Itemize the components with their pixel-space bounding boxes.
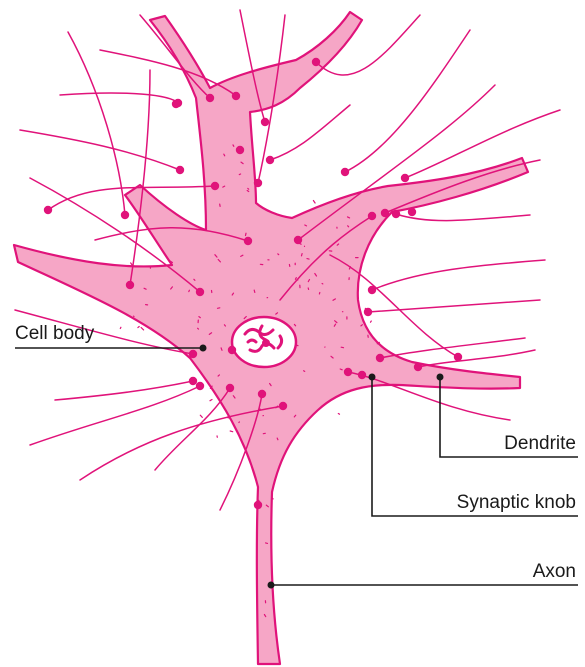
label-synaptic-knob: Synaptic knob bbox=[457, 492, 576, 513]
presynaptic-fiber bbox=[20, 130, 180, 170]
speckle bbox=[198, 328, 199, 329]
speckle bbox=[131, 263, 132, 265]
speckle bbox=[254, 290, 255, 292]
speckle bbox=[210, 400, 212, 401]
synaptic-knob bbox=[196, 382, 204, 390]
presynaptic-fiber bbox=[418, 350, 535, 367]
synaptic-knob bbox=[344, 368, 352, 376]
speckle bbox=[248, 188, 249, 189]
presynaptic-fiber bbox=[405, 110, 560, 178]
speckle bbox=[144, 288, 146, 289]
speckle bbox=[246, 233, 247, 235]
synaptic-knob bbox=[368, 286, 376, 294]
synaptic-knob bbox=[358, 371, 366, 379]
presynaptic-fiber bbox=[270, 105, 350, 160]
synaptic-knob bbox=[381, 209, 389, 217]
speckle bbox=[239, 422, 240, 423]
synaptic-knob bbox=[189, 350, 197, 358]
speckle bbox=[313, 201, 315, 204]
presynaptic-fiber bbox=[68, 32, 125, 215]
synaptic-knob bbox=[44, 206, 52, 214]
speckle bbox=[302, 254, 303, 256]
speckle bbox=[224, 325, 225, 326]
leader-dot-synaptic-knob bbox=[369, 374, 376, 381]
synaptic-knob bbox=[414, 363, 422, 371]
synaptic-knob bbox=[279, 402, 287, 410]
nucleus bbox=[232, 317, 296, 367]
synaptic-knob bbox=[121, 211, 129, 219]
speckle bbox=[230, 431, 233, 432]
presynaptic-fiber bbox=[60, 93, 178, 103]
speckle bbox=[247, 191, 249, 192]
speckle bbox=[340, 369, 342, 370]
speckle bbox=[348, 226, 349, 227]
synaptic-knob bbox=[376, 354, 384, 362]
label-cell-body: Cell body bbox=[15, 323, 95, 344]
leader-dot-axon bbox=[268, 582, 275, 589]
synaptic-knob bbox=[266, 156, 274, 164]
synaptic-knob bbox=[236, 146, 244, 154]
synaptic-knob bbox=[232, 92, 240, 100]
speckle bbox=[305, 225, 307, 226]
synaptic-knob bbox=[196, 288, 204, 296]
synaptic-knob bbox=[189, 377, 197, 385]
synaptic-knob bbox=[312, 58, 320, 66]
speckle bbox=[277, 438, 278, 440]
speckle bbox=[200, 415, 202, 417]
presynaptic-fiber bbox=[55, 381, 193, 400]
synaptic-knob bbox=[228, 346, 236, 354]
speckle bbox=[295, 278, 296, 280]
synaptic-knob bbox=[454, 353, 462, 361]
speckle bbox=[338, 414, 339, 415]
synaptic-knob bbox=[126, 281, 134, 289]
synaptic-knob bbox=[364, 308, 372, 316]
speckle bbox=[194, 279, 195, 280]
leader-dot-cell-body bbox=[200, 345, 207, 352]
presynaptic-fiber bbox=[30, 386, 200, 445]
synaptic-knob bbox=[172, 100, 180, 108]
synaptic-knob bbox=[392, 210, 400, 218]
speckle bbox=[218, 308, 220, 309]
speckle bbox=[341, 347, 343, 348]
speckle bbox=[266, 543, 268, 544]
speckle bbox=[141, 328, 144, 330]
speckle bbox=[304, 371, 305, 372]
synaptic-knob bbox=[408, 208, 416, 216]
leader-dot-dendrite bbox=[437, 374, 444, 381]
speckle bbox=[221, 348, 222, 350]
speckle bbox=[189, 290, 190, 291]
synaptic-knob bbox=[401, 174, 409, 182]
synaptic-knob bbox=[254, 179, 262, 187]
speckle bbox=[239, 174, 240, 175]
synaptic-knob bbox=[258, 390, 266, 398]
presynaptic-fiber bbox=[396, 214, 530, 221]
speckle bbox=[224, 154, 225, 156]
speckle bbox=[138, 327, 139, 328]
presynaptic-fiber bbox=[368, 300, 540, 312]
speckle bbox=[371, 321, 372, 322]
synaptic-knob bbox=[211, 182, 219, 190]
synaptic-knob bbox=[244, 237, 252, 245]
synaptic-knob bbox=[261, 118, 269, 126]
speckle bbox=[120, 327, 121, 328]
presynaptic-fiber bbox=[345, 30, 470, 172]
synaptic-knob bbox=[341, 168, 349, 176]
label-axon: Axon bbox=[533, 561, 576, 582]
label-dendrite: Dendrite bbox=[504, 433, 576, 454]
speckle bbox=[307, 259, 309, 260]
synaptic-knob bbox=[226, 384, 234, 392]
presynaptic-fiber bbox=[130, 70, 150, 285]
presynaptic-fiber bbox=[372, 260, 545, 290]
speckle bbox=[233, 145, 234, 146]
speckle bbox=[278, 254, 279, 255]
speckle bbox=[199, 317, 200, 318]
synaptic-knob bbox=[294, 236, 302, 244]
synaptic-knob bbox=[368, 212, 376, 220]
synaptic-knob bbox=[206, 94, 214, 102]
synaptic-knob bbox=[254, 501, 262, 509]
synaptic-knob bbox=[176, 166, 184, 174]
